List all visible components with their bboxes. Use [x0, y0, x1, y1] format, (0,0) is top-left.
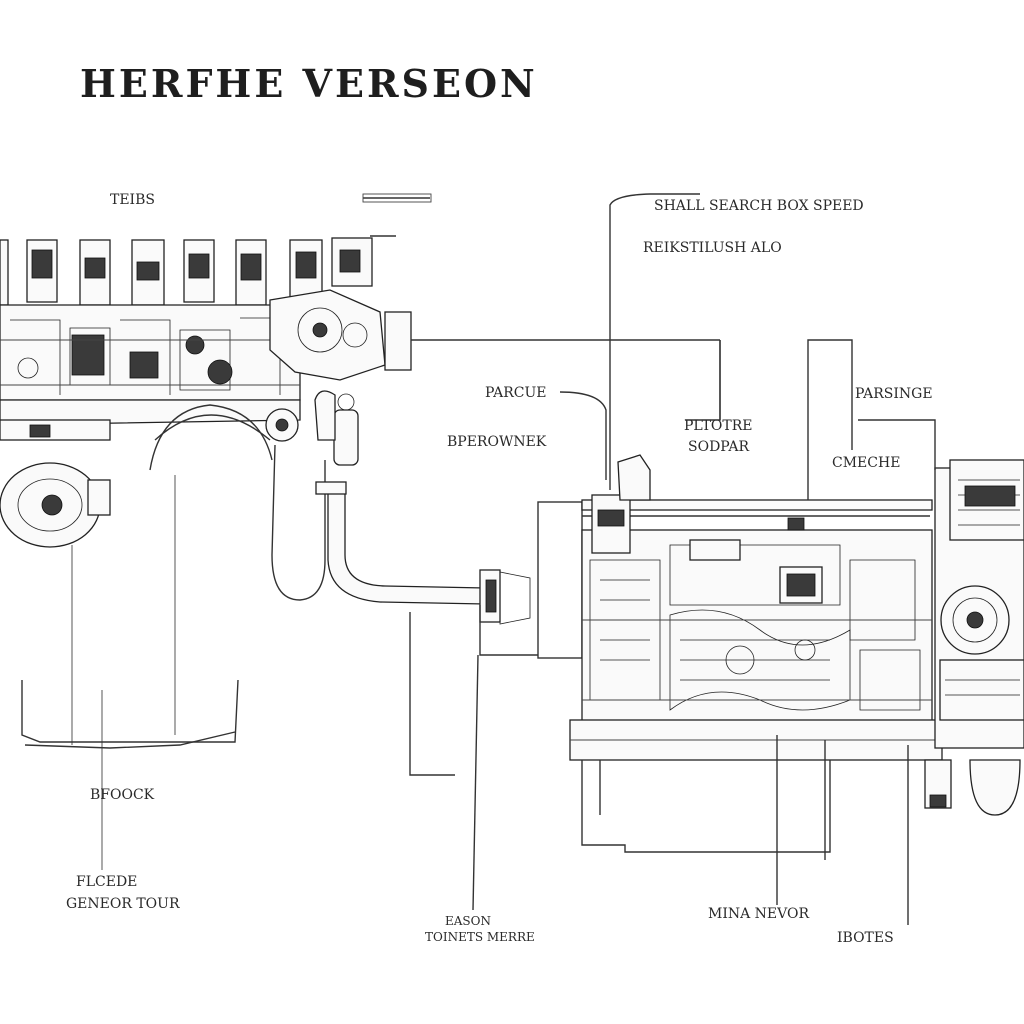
label-mid-right-1: PLTOTRE — [684, 418, 753, 434]
label-top-left: TEIBS — [110, 192, 155, 208]
label-left-mid-2: BPEROWNEK — [447, 434, 547, 450]
label-left-mid-1: PARCUE — [485, 385, 547, 401]
label-bottom-mid-1: EASON — [445, 914, 491, 928]
engine-block — [0, 235, 721, 548]
label-bottom-left-1: BFOOCK — [90, 787, 155, 803]
label-right-mid-2: CMECHE — [832, 455, 900, 471]
diagram-title: HERFHE VERSEON — [80, 61, 538, 106]
label-bottom-right-2: IBOTES — [837, 930, 894, 946]
transmission-assembly — [537, 454, 1024, 853]
label-bottom-left-2: FLCEDE — [76, 874, 137, 890]
label-bottom-left-3: GENEOR TOUR — [66, 896, 180, 912]
label-bottom-right-1: MINA NEVOR — [708, 906, 809, 922]
label-right-mid-1: PARSINGE — [855, 386, 933, 402]
label-bottom-mid-2: TOINETS MERRE — [425, 930, 535, 944]
label-top-right-2: REIKSTILUSH ALO — [643, 240, 782, 256]
label-top-right-1: SHALL SEARCH BOX SPEED — [654, 198, 864, 214]
label-mid-right-2: SODPAR — [688, 439, 750, 455]
